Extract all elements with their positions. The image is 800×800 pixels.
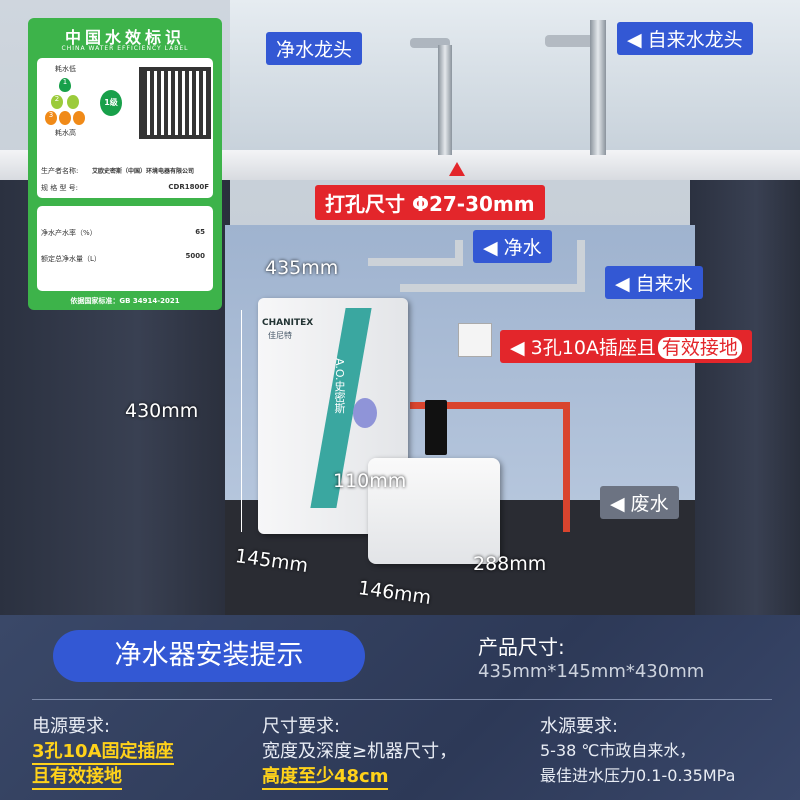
install-tips-panel: 净水器安装提示 产品尺寸: 435mm*145mm*430mm 电源要求: 3孔…	[0, 615, 800, 800]
drop-level-3-icon: 3	[45, 111, 57, 125]
water-requirement-2: 最佳进水压力0.1-0.35MPa	[540, 766, 736, 785]
pure-water-pipe	[368, 258, 458, 266]
pure-faucet-icon	[410, 38, 450, 48]
hole-size-callout: 打孔尺寸 Φ27-30mm	[315, 185, 545, 220]
manufacturer-label: 生产者名称:	[41, 167, 79, 175]
model-value: CDR1800F	[168, 183, 209, 191]
socket-text: 3孔10A插座且	[530, 337, 656, 359]
label-subtitle: CHINA WATER EFFICIENCY LABEL	[61, 45, 189, 52]
arrow-up-icon	[449, 162, 465, 176]
drop-icon	[67, 95, 79, 109]
volume-value: 5000	[185, 252, 205, 260]
water-efficiency-label: 中国水效标识 CHINA WATER EFFICIENCY LABEL 耗水低 …	[28, 18, 222, 310]
label-standard: 依据国家标准：GB 34914-2021	[70, 297, 180, 305]
drop-icon	[73, 111, 85, 125]
series-text: A.O.史密斯	[333, 358, 346, 414]
tap-water-text: 自来水	[635, 273, 693, 295]
dim-tank-width: 288mm	[473, 553, 547, 575]
volume-label: 额定总净水量（L）	[41, 255, 101, 263]
size-label: 产品尺寸:	[478, 635, 565, 659]
installation-scene: CHANITEX 佳尼特 A.O.史密斯 435mm 430mm 145mm 1…	[0, 0, 800, 615]
brand-cn: 佳尼特	[268, 331, 292, 340]
qr-code	[139, 67, 211, 139]
power-label: 电源要求:	[32, 716, 111, 737]
tap-water-callout: ◀ 自来水	[605, 266, 703, 299]
label-low: 耗水低	[55, 65, 76, 73]
tap-faucet-text: 自来水龙头	[647, 29, 743, 51]
pure-water-callout: ◀ 净水	[473, 230, 552, 263]
space-requirement-1: 宽度及深度≥机器尺寸，	[262, 741, 458, 762]
label-high: 耗水高	[55, 129, 76, 137]
drop-level-1-icon: 1	[59, 78, 71, 92]
model-label: 规 格 型 号:	[41, 184, 79, 192]
tap-faucet-callout: ◀ 自来水龙头	[617, 22, 753, 55]
space-requirement-2: 高度至少48cm	[262, 762, 389, 790]
drop-icon	[59, 111, 71, 125]
power-requirement-1: 3孔10A固定插座	[32, 737, 174, 765]
tips-title: 净水器安装提示	[53, 630, 365, 682]
power-requirement-2: 且有效接地	[32, 762, 122, 790]
tap-water-pipe	[400, 284, 585, 292]
water-requirement-1: 5-38 ℃市政自来水，	[540, 741, 696, 760]
rate-value: 65	[195, 228, 205, 236]
divider	[32, 699, 772, 700]
wall-socket-icon	[458, 323, 492, 357]
power-adapter-icon	[425, 400, 447, 455]
dim-width: 435mm	[265, 257, 339, 279]
tap-water-pipe-riser	[577, 240, 585, 290]
socket-ground-text: 有效接地	[657, 337, 742, 359]
space-label: 尺寸要求:	[262, 716, 341, 737]
pure-faucet-body	[438, 45, 452, 155]
label-bottom-panel: 净水产水率（%） 65 额定总净水量（L） 5000	[37, 206, 213, 291]
waste-water-pipe-drop	[563, 402, 570, 532]
dim-height: 430mm	[125, 400, 199, 422]
indicator-icon	[353, 398, 377, 428]
pure-water-pipe-riser	[455, 240, 463, 266]
rate-label: 净水产水率（%）	[41, 229, 97, 237]
right-cabinet	[690, 180, 800, 615]
pressure-tank	[368, 458, 500, 564]
grade-drop-icon: 1级	[100, 90, 122, 116]
waste-water-pipe	[410, 402, 570, 409]
water-label: 水源要求:	[540, 716, 619, 737]
label-title: 中国水效标识	[64, 28, 185, 47]
waste-water-callout: ◀ 废水	[600, 486, 679, 519]
size-value: 435mm*145mm*430mm	[478, 661, 705, 682]
socket-callout: ◀ 3孔10A插座且有效接地	[500, 330, 752, 363]
brand-logo: CHANITEX	[262, 318, 314, 328]
pure-faucet-callout: 净水龙头	[266, 32, 363, 65]
height-dim-line	[241, 310, 242, 532]
pure-water-text: 净水	[503, 237, 542, 259]
dim-tank-height: 110mm	[333, 470, 407, 492]
drop-level-2-icon: 2	[51, 95, 63, 109]
manufacturer-value: 艾欧史密斯（中国）环境电器有限公司	[92, 168, 195, 175]
tap-faucet-body	[590, 20, 606, 155]
waste-water-text: 废水	[630, 493, 669, 515]
label-top-panel: 耗水低 1 2 3 耗水高 1级 生产者名称: 艾欧史密斯（中国）环境电器有限公…	[37, 58, 213, 198]
